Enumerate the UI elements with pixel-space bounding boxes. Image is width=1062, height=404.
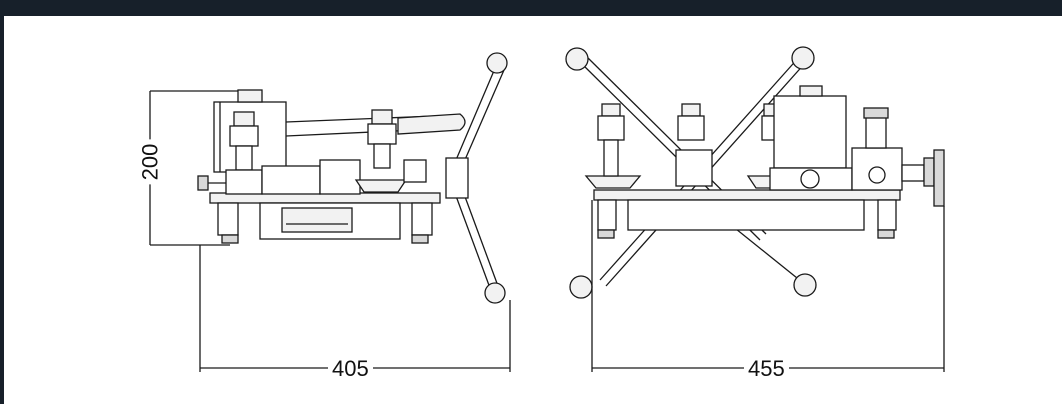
side-screw-cylinder <box>197 159 361 195</box>
front-body-box <box>627 199 865 231</box>
side-view <box>149 52 511 372</box>
side-fitting-left <box>229 111 259 171</box>
front-view <box>565 46 945 372</box>
front-valve-block <box>851 107 945 207</box>
width-dimension-label: 455 <box>744 357 789 381</box>
side-handwheel <box>445 52 508 304</box>
depth-dimension-label: 405 <box>328 357 373 381</box>
side-feet <box>217 202 433 244</box>
front-feet <box>597 199 897 239</box>
side-gauge-bowl <box>354 179 408 193</box>
front-base-plate <box>593 189 901 201</box>
depth-dimension-line <box>199 245 511 372</box>
front-fitting-left <box>597 103 625 177</box>
window-left-bar <box>0 16 4 404</box>
front-fitting-center <box>675 103 713 187</box>
side-fitting-right <box>367 109 397 169</box>
window-top-bar <box>0 0 1062 16</box>
front-reservoir <box>769 85 853 191</box>
height-dimension-label: 200 <box>137 139 163 185</box>
